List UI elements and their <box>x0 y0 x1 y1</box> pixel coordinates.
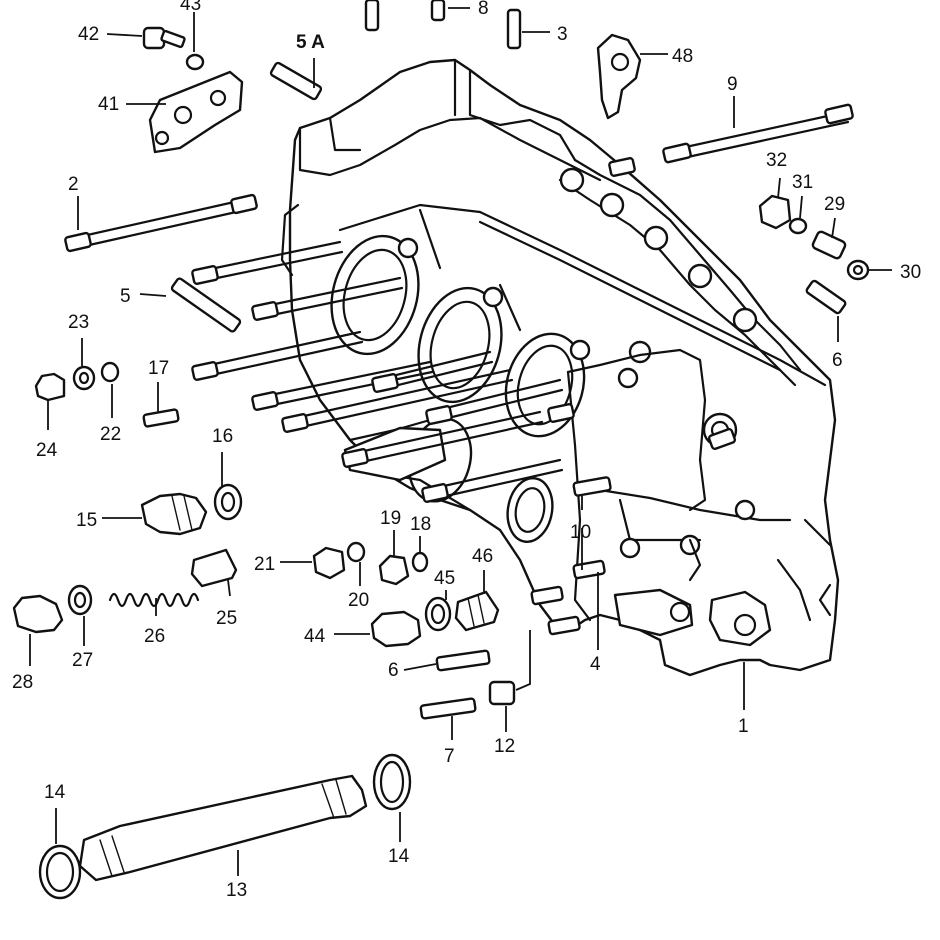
callout-19: 19 <box>380 508 401 529</box>
part-19-nut <box>378 554 410 586</box>
part-30-washer <box>846 259 870 281</box>
part-9-long-stud <box>662 103 854 164</box>
part-14-seal-right <box>372 753 412 811</box>
callout-8: 8 <box>478 0 489 19</box>
callout-14-left: 14 <box>44 782 66 803</box>
part-32-nut <box>758 194 792 230</box>
callout-5a: 5 A <box>296 32 325 53</box>
callout-32: 32 <box>766 150 787 171</box>
part-3-stud <box>506 8 522 50</box>
part-48-plate <box>596 33 642 120</box>
part-21-nut <box>312 546 346 580</box>
callout-10: 10 <box>570 522 591 543</box>
callout-25: 25 <box>216 608 237 629</box>
case-studs <box>191 157 737 503</box>
part-12-sleeve <box>488 680 516 706</box>
callout-28: 28 <box>12 672 33 693</box>
part-8-stud <box>364 0 446 32</box>
callout-42: 42 <box>78 24 99 45</box>
part-44-plug <box>370 610 422 648</box>
callout-9: 9 <box>727 74 738 95</box>
part-16-washer <box>213 483 243 521</box>
callout-24: 24 <box>36 440 58 461</box>
callout-21: 21 <box>254 554 275 575</box>
part-2-long-stud <box>64 193 258 253</box>
leader-lines <box>29 7 892 876</box>
crankcase-housing <box>280 58 840 677</box>
part-25-piston <box>190 548 238 588</box>
part-42-bolt <box>142 26 186 50</box>
callout-14-right: 14 <box>388 846 410 867</box>
part-14-seal-left <box>38 844 82 900</box>
callout-13: 13 <box>226 880 247 901</box>
callout-45: 45 <box>434 568 455 589</box>
part-13-tube <box>78 774 368 882</box>
part-24-cap <box>34 372 66 402</box>
callout-2: 2 <box>68 174 79 195</box>
callout-15: 15 <box>76 510 97 531</box>
callout-46: 46 <box>472 546 493 567</box>
callout-27: 27 <box>72 650 93 671</box>
callout-4: 4 <box>590 654 601 675</box>
part-20-washer <box>346 541 366 563</box>
part-43-washer <box>185 53 205 71</box>
callout-43: 43 <box>180 0 201 15</box>
callout-5: 5 <box>120 286 131 307</box>
part-5-stud <box>170 277 242 333</box>
part-6-stud-lower <box>435 649 491 672</box>
callout-6-right: 6 <box>832 350 843 371</box>
callout-labels: 42 43 41 5 A 8 3 48 9 2 5 32 31 29 30 6 … <box>12 0 921 901</box>
callout-22: 22 <box>100 424 121 445</box>
part-17-pin <box>142 408 180 428</box>
part-23-washer <box>72 365 96 391</box>
callout-30: 30 <box>900 262 921 283</box>
part-46-sleeve <box>454 590 500 632</box>
part-28-plug <box>12 594 64 634</box>
part-26-spring <box>108 592 200 608</box>
callout-48: 48 <box>672 46 693 67</box>
part-18-washer <box>411 551 429 573</box>
callout-7: 7 <box>444 746 455 767</box>
callout-3: 3 <box>557 24 568 45</box>
callout-16: 16 <box>212 426 233 447</box>
part-45-washer <box>424 596 452 632</box>
callout-17: 17 <box>148 358 169 379</box>
callout-1: 1 <box>738 716 749 737</box>
part-22-washer <box>100 361 120 383</box>
part-6-stud-right <box>805 279 847 315</box>
callout-31: 31 <box>792 172 813 193</box>
callout-26: 26 <box>144 626 165 647</box>
callout-41: 41 <box>98 94 119 115</box>
part-7-stud <box>419 697 477 720</box>
callout-29: 29 <box>824 194 845 215</box>
callout-23: 23 <box>68 312 89 333</box>
part-4-studs <box>530 585 581 636</box>
part-41-bracket <box>148 70 244 154</box>
callout-6-lower: 6 <box>388 660 399 681</box>
callout-20: 20 <box>348 590 369 611</box>
callout-44: 44 <box>304 626 326 647</box>
part-27-washer <box>67 584 93 616</box>
part-5a-stud <box>269 61 323 101</box>
callout-18: 18 <box>410 514 431 535</box>
part-31-washer <box>788 217 808 235</box>
part-15-plug <box>140 492 208 536</box>
part-29-fitting <box>811 230 847 260</box>
callout-12: 12 <box>494 736 515 757</box>
